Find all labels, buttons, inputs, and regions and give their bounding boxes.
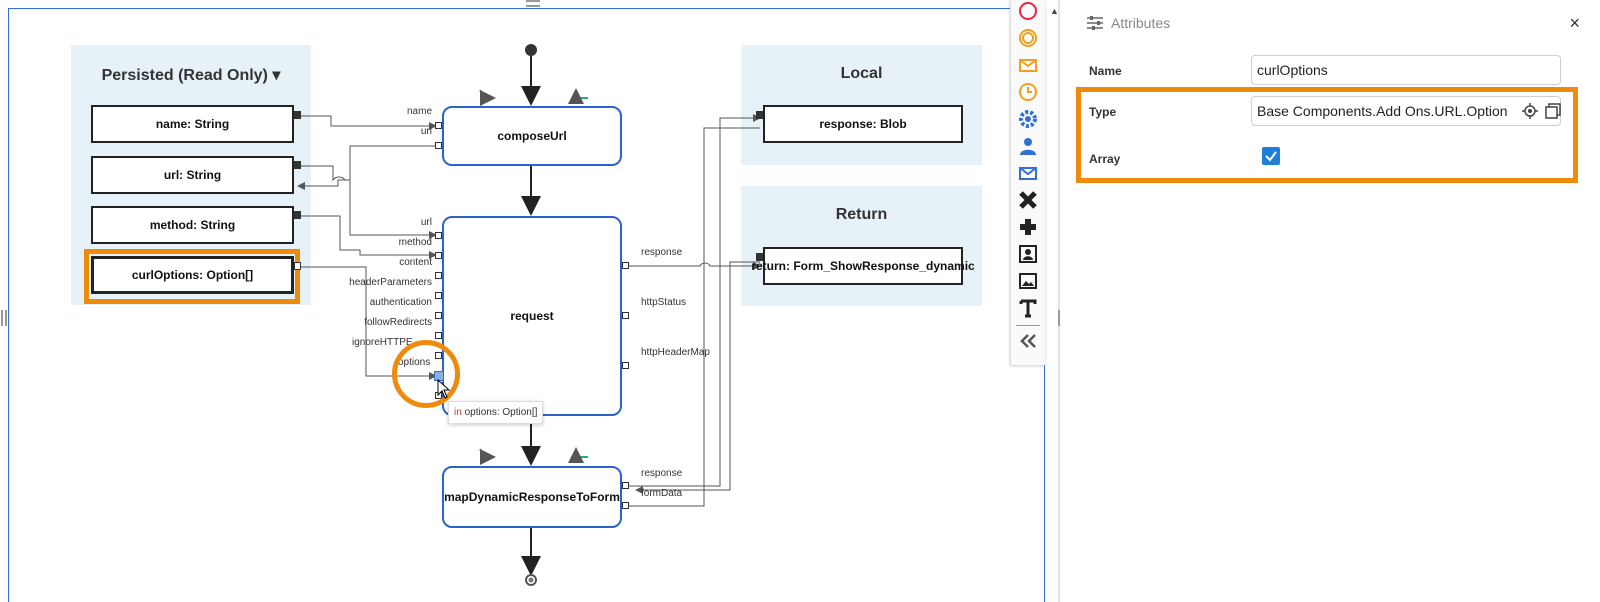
canvas-resize-handle-top[interactable] [526,0,540,7]
node-mapdynamicresponsetoform[interactable]: mapDynamicResponseToForm [442,466,622,528]
var-curloptions-port[interactable] [294,262,301,270]
port-label-out-response: response [641,247,683,258]
service-task-icon[interactable] [1017,108,1039,130]
close-icon[interactable]: × [1569,13,1580,33]
dropdown-caret-icon[interactable]: ▾ [272,67,281,84]
collapse-toolbar-icon[interactable] [1017,330,1039,352]
panel-title: Attributes [1111,15,1171,31]
locate-icon[interactable] [1522,103,1538,124]
message-event-icon[interactable] [1017,54,1039,76]
type-value: Base Components.Add Ons.URL.Option [1257,103,1508,119]
port-label-request-method: method [398,237,432,248]
intermediate-event-icon[interactable] [1017,27,1039,49]
port-label-url: url [420,126,432,137]
mouse-cursor-icon [437,379,451,399]
var-curloptions[interactable]: curlOptions: Option[] [91,256,294,294]
name-field[interactable]: curlOptions [1251,55,1561,85]
timer-event-icon[interactable] [1017,81,1039,103]
persisted-lane-title[interactable]: Persisted (Read Only) ▾ [101,67,281,84]
canvas-resize-handle-left[interactable] [1,310,7,326]
local-lane-title: Local [840,65,883,82]
port-request-followredirects[interactable] [435,332,442,339]
type-array-highlight [1076,87,1578,183]
element-toolbar [1010,0,1045,365]
var-method-port[interactable] [294,211,301,219]
var-return[interactable]: return: Form_ShowResponse_dynamic [751,247,975,285]
port-label-request-headerparameters: headerParameters [349,277,432,288]
node-request[interactable]: request [442,216,622,416]
port-request-url[interactable] [435,232,442,239]
var-name-port[interactable] [294,111,301,119]
port-label-name: name [406,106,432,117]
var-url-port[interactable] [294,161,301,169]
attributes-panel: Attributes × Name curlOptions Type Base … [1061,0,1600,602]
panel-splitter[interactable] [1058,0,1060,602]
port-request-authentication[interactable] [435,312,442,319]
start-event-icon[interactable] [1017,0,1039,22]
port-map-response[interactable] [622,482,629,489]
port-request-out-httpheadermap[interactable] [622,362,629,369]
image-icon[interactable] [1017,270,1039,292]
check-icon [1265,151,1277,162]
var-response-port[interactable] [756,111,763,119]
return-lane: Return [741,186,982,306]
var-name[interactable]: name: String [91,105,294,143]
port-request-out-httpstatus[interactable] [622,312,629,319]
port-label-request-content: content [399,257,432,268]
port-tooltip: in options: Option[] [448,401,544,424]
sliders-icon [1086,15,1104,36]
port-composeurl-url[interactable] [435,142,442,149]
port-label-request-url: url [420,217,432,228]
port-label-request-ignorehttpe: ignoreHTTPE [352,337,413,348]
name-label: Name [1089,64,1122,78]
port-label-out-httpheadermap: httpHeaderMap [641,347,710,358]
var-response[interactable]: response: Blob [763,105,963,143]
subprocess-icon[interactable] [1017,243,1039,265]
user-task-icon[interactable] [1017,135,1039,157]
array-label: Array [1089,152,1121,166]
var-method[interactable]: method: String [91,206,294,244]
port-map-formdata[interactable] [622,502,629,509]
type-label: Type [1089,105,1117,119]
copy-icon[interactable] [1545,103,1561,124]
send-task-icon[interactable] [1017,162,1039,184]
return-lane-title: Return [835,206,888,223]
port-request-headerparameters[interactable] [435,292,442,299]
text-annotation-icon[interactable] [1017,297,1039,319]
port-label-map-formdata: formData [641,488,683,499]
scroll-up-icon[interactable]: ▲ [1050,6,1059,16]
var-url[interactable]: url: String [91,156,294,194]
start-event[interactable] [525,44,537,56]
type-field[interactable]: Base Components.Add Ons.URL.Option [1251,96,1561,126]
port-composeurl-name[interactable] [435,122,442,129]
port-label-request-authentication: authentication [369,297,432,308]
port-request-out-response[interactable] [622,262,629,269]
node-composeurl[interactable]: composeUrl [442,106,622,166]
port-request-content[interactable] [435,272,442,279]
selected-var-highlight [84,249,300,304]
array-checkbox[interactable] [1262,147,1280,165]
port-label-map-response: response [641,468,683,479]
port-label-request-followredirects: followRedirects [364,317,432,328]
port-label-out-httpstatus: httpStatus [641,297,687,308]
port-request-method[interactable] [435,252,442,259]
toolbar-divider [1016,325,1040,326]
var-return-port[interactable] [756,253,763,261]
connection-wires [297,44,761,586]
options-port-highlight [392,340,460,408]
exclusive-gateway-icon[interactable] [1017,189,1039,211]
parallel-gateway-icon[interactable] [1017,216,1039,238]
